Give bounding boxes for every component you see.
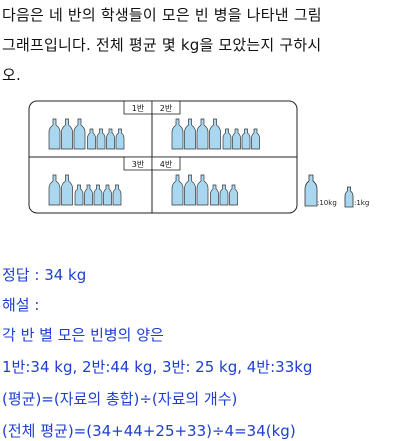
class-label: 1반: [132, 104, 145, 113]
small-bottle-icon: [241, 128, 251, 150]
small-bottle-icon: [219, 184, 229, 206]
small-bottle-icon: [115, 128, 125, 150]
big-bottle-icon: [61, 118, 73, 150]
total-average-line: (전체 평균)=(34+44+25+33)÷4=34(kg): [2, 422, 296, 440]
legend-big-label: :10kg: [317, 199, 337, 207]
explanation-heading: 해설 :: [2, 296, 40, 314]
small-bottle-icon: [96, 128, 106, 150]
small-bottle-icon: [210, 184, 219, 206]
big-bottle-icon: [48, 174, 61, 206]
average-formula-line: (평균)=(자료의 총합)÷(자료의 개수): [2, 390, 238, 408]
big-bottle-icon: [196, 174, 209, 206]
class-tab: [151, 156, 181, 171]
big-bottle-icon: [73, 118, 86, 150]
big-bottle-icon: [48, 118, 61, 150]
answer-line: 정답 : 34 kg: [2, 266, 87, 284]
small-bottle-icon: [87, 128, 96, 150]
class-amounts-line: 1반:34 kg, 2반:44 kg, 3반: 25 kg, 4반:33kg: [2, 358, 313, 376]
legend-small-bottle-icon: [344, 186, 354, 208]
big-bottle-icon: [196, 118, 209, 150]
explanation-line: 각 반 별 모은 빈병의 양은: [2, 326, 164, 344]
big-bottle-icon: [209, 118, 221, 150]
small-bottle-icon: [232, 128, 241, 150]
big-bottle-icon: [184, 118, 196, 150]
small-bottle-icon: [112, 184, 122, 206]
small-bottle-icon: [106, 128, 115, 150]
small-bottle-icon: [103, 184, 112, 206]
small-bottle-icon: [222, 128, 232, 150]
small-bottle-icon: [251, 128, 260, 150]
legend-big-bottle-icon: [304, 174, 318, 207]
pictograph-table: 1반 2반 3반 4반: [28, 100, 298, 214]
big-bottle-icon: [171, 174, 184, 206]
small-bottle-icon: [229, 184, 238, 206]
question-line-3: 오.: [2, 66, 21, 84]
small-bottle-icon: [74, 184, 84, 206]
big-bottle-icon: [61, 174, 73, 206]
legend-small-label: :1kg: [354, 199, 370, 207]
class-tab: [151, 100, 181, 115]
class-label: 3반: [132, 160, 145, 169]
pictograph-figure: 1반 2반 3반 4반 :10kg :1kg: [28, 100, 390, 220]
small-bottle-icon: [84, 184, 93, 206]
big-bottle-icon: [171, 118, 184, 150]
small-bottle-icon: [93, 184, 103, 206]
question-line-2: 그래프입니다. 전체 평균 몇 kg을 모았는지 구하시: [2, 36, 322, 54]
question-line-1: 다음은 네 반의 학생들이 모은 빈 병을 나타낸 그림: [2, 6, 322, 24]
class-label: 4반: [160, 160, 173, 169]
big-bottle-icon: [184, 174, 196, 206]
class-label: 2반: [160, 104, 173, 113]
